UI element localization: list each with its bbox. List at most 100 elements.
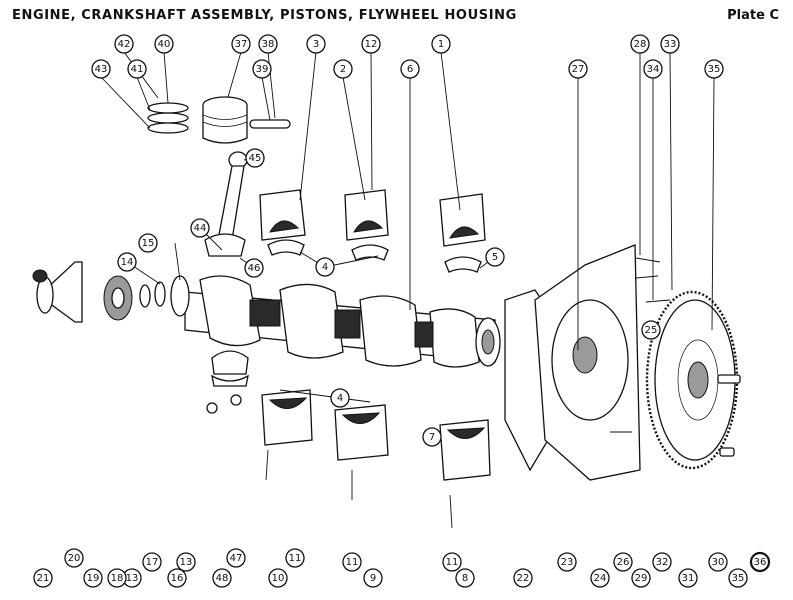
callout-label: 37 [235, 39, 248, 50]
callout-label: 41 [131, 64, 144, 75]
callout-label: 30 [712, 557, 725, 568]
callout-34: 34 [643, 59, 663, 79]
callout-22: 22 [513, 568, 533, 588]
callout-label: 38 [262, 39, 275, 50]
callout-label: 45 [249, 153, 262, 164]
callout-28: 28 [630, 34, 650, 54]
big-end-cap [211, 350, 249, 387]
callout-5: 5 [485, 247, 505, 267]
callout-label: 29 [635, 573, 648, 584]
callout-42: 42 [114, 34, 134, 54]
callout-label: 4 [337, 393, 343, 404]
callout-label: 39 [256, 64, 269, 75]
main-bearing-cap-centre-upper [344, 189, 389, 241]
callout-30: 30 [708, 552, 728, 572]
callout-15: 15 [138, 233, 158, 253]
callout-label: 36 [754, 557, 767, 568]
callout-7: 7 [422, 427, 442, 447]
callout-label: 14 [121, 257, 134, 268]
callout-label: 4 [322, 262, 328, 273]
callout-label: 11 [446, 557, 459, 568]
callout-3: 3 [306, 34, 326, 54]
callout-label: 17 [146, 557, 159, 568]
callout-40: 40 [154, 34, 174, 54]
callout-11: 11 [342, 552, 362, 572]
callout-26: 26 [613, 552, 633, 572]
callout-31: 31 [678, 568, 698, 588]
callout-20: 20 [64, 548, 84, 568]
callout-label: 7 [429, 432, 435, 443]
callout-46: 46 [244, 258, 264, 278]
callout-16: 16 [167, 568, 187, 588]
piston-rings [147, 102, 189, 134]
callout-label: 42 [118, 39, 131, 50]
callout-label: 43 [95, 64, 108, 75]
callout-label: 15 [142, 238, 155, 249]
callout-6: 6 [400, 59, 420, 79]
upper-bearing-shells [267, 239, 482, 273]
callout-33: 33 [660, 34, 680, 54]
callout-label: 1 [438, 39, 444, 50]
big-end-nuts [206, 394, 242, 414]
callout-label: 33 [664, 39, 677, 50]
callout-9: 9 [363, 568, 383, 588]
callout-label: 48 [216, 573, 229, 584]
callout-24: 24 [590, 568, 610, 588]
callout-label: 44 [194, 223, 207, 234]
callout-36: 36 [749, 551, 771, 573]
callout-17: 17 [142, 552, 162, 572]
callout-29: 29 [631, 568, 651, 588]
gudgeon-pin [249, 119, 291, 129]
callout-2: 2 [333, 59, 353, 79]
callout-label: 47 [230, 553, 243, 564]
callout-43: 43 [91, 59, 111, 79]
piston [202, 96, 248, 144]
callout-18: 18 [107, 568, 127, 588]
callout-19: 19 [83, 568, 103, 588]
main-bearing-cap-lower-2 [334, 404, 389, 461]
callout-label: 20 [68, 553, 81, 564]
callout-21: 21 [33, 568, 53, 588]
callout-label: 24 [594, 573, 607, 584]
callout-27: 27 [568, 59, 588, 79]
main-bearing-cap-lower-1 [261, 389, 313, 446]
callout-8: 8 [455, 568, 475, 588]
callout-35: 35 [728, 568, 748, 588]
callout-11: 11 [442, 552, 462, 572]
callout-13: 13 [176, 552, 196, 572]
callout-label: 9 [370, 573, 376, 584]
callout-label: 12 [365, 39, 378, 50]
callout-label: 28 [634, 39, 647, 50]
flywheel-bolts [717, 374, 741, 457]
callout-label: 16 [171, 573, 184, 584]
callout-39: 39 [252, 59, 272, 79]
callout-38: 38 [258, 34, 278, 54]
callout-label: 25 [645, 325, 658, 336]
callout-label: 6 [407, 64, 413, 75]
callout-label: 3 [313, 39, 319, 50]
callout-label: 23 [561, 557, 574, 568]
housing-studs [610, 257, 671, 433]
callout-14: 14 [117, 252, 137, 272]
callout-45: 45 [245, 148, 265, 168]
crankshaft-pulley [32, 261, 83, 323]
callout-label: 21 [37, 573, 50, 584]
callout-label: 32 [656, 557, 669, 568]
callout-label: 2 [340, 64, 346, 75]
callout-4: 4 [330, 388, 350, 408]
callout-label: 13 [180, 557, 193, 568]
front-washers [139, 275, 190, 317]
callout-label: 26 [617, 557, 630, 568]
callout-label: 11 [346, 557, 359, 568]
crankshaft [184, 275, 501, 368]
plate-number: Plate C [727, 8, 779, 23]
timing-sprocket [103, 275, 133, 321]
callout-label: 18 [111, 573, 124, 584]
callout-label: 10 [272, 573, 285, 584]
callout-44: 44 [190, 218, 210, 238]
callout-label: 5 [492, 252, 498, 263]
callout-label: 40 [158, 39, 171, 50]
callout-label: 11 [289, 553, 302, 564]
